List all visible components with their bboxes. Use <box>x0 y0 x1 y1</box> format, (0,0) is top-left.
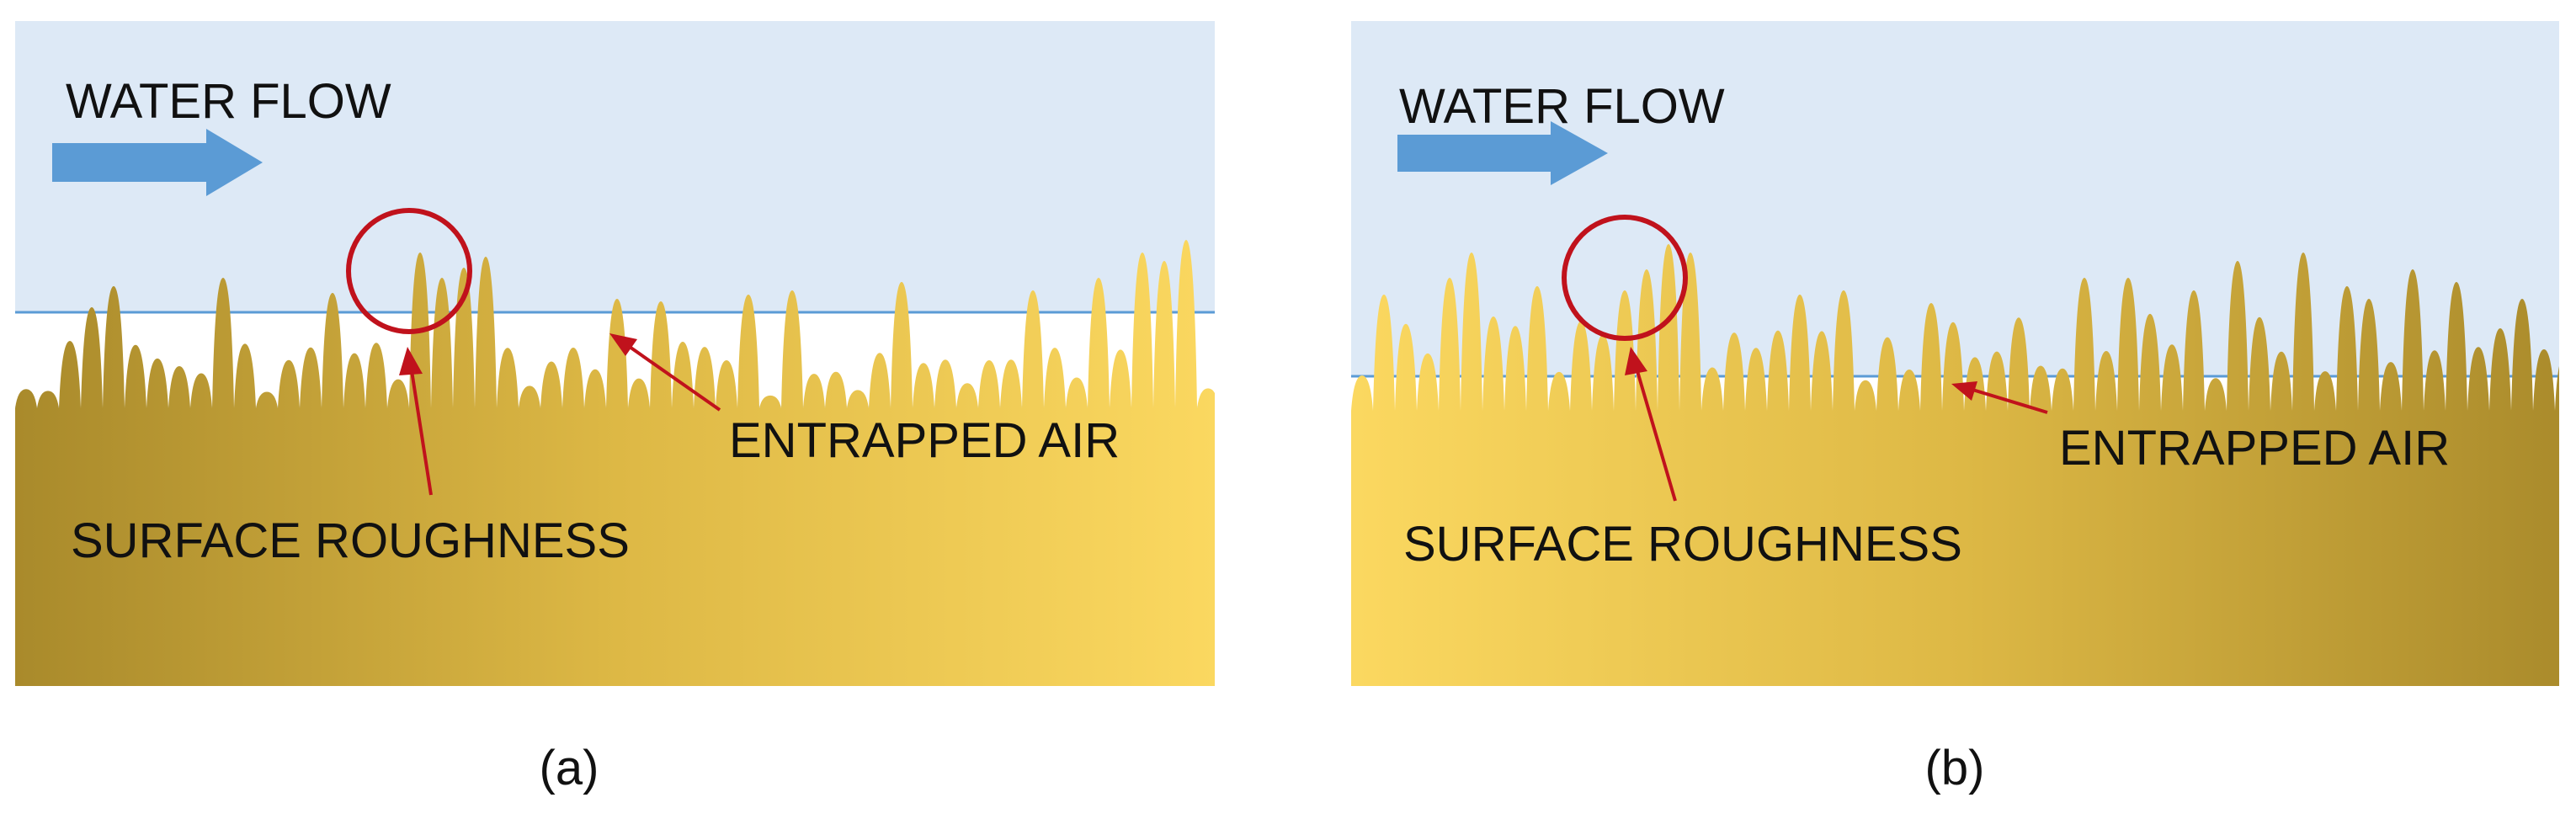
roughness-pointer-head-b <box>1625 347 1647 375</box>
entrapped-air-label-a: ENTRAPPED AIR <box>729 413 1120 468</box>
roughness-pointer-head-a <box>399 347 423 375</box>
surface-roughness-label-a: SURFACE ROUGHNESS <box>71 513 630 568</box>
entrapped-air-label-b: ENTRAPPED AIR <box>2059 421 2450 476</box>
panel-a: WATER FLOW ENTRAPPED AIR SURFACE ROUGHNE… <box>15 21 1215 795</box>
water-flow-label-b: WATER FLOW <box>1399 79 1725 134</box>
rough-surface-b <box>1351 244 2559 686</box>
air-pointer-head-a <box>609 333 637 356</box>
air-pointer-head-b <box>1951 381 1977 401</box>
roughness-pointer-b <box>1634 364 1677 502</box>
panel-b: WATER FLOW ENTRAPPED AIR SURFACE ROUGHNE… <box>1351 21 2559 795</box>
air-pointer-a <box>625 343 721 412</box>
surface-roughness-label-b: SURFACE ROUGHNESS <box>1403 517 1962 572</box>
roughness-callout-circle-b <box>1562 215 1688 341</box>
rough-surface-a <box>15 240 1215 686</box>
flow-arrow-b <box>1397 121 1608 185</box>
caption-b: (b) <box>1925 741 1985 795</box>
roughness-pointer-a <box>409 364 433 496</box>
water-flow-label-a: WATER FLOW <box>66 74 391 129</box>
caption-a: (a) <box>540 741 599 795</box>
roughness-callout-circle-a <box>346 208 472 334</box>
flow-arrow-a <box>52 129 263 196</box>
air-pointer-b <box>1969 387 2048 414</box>
